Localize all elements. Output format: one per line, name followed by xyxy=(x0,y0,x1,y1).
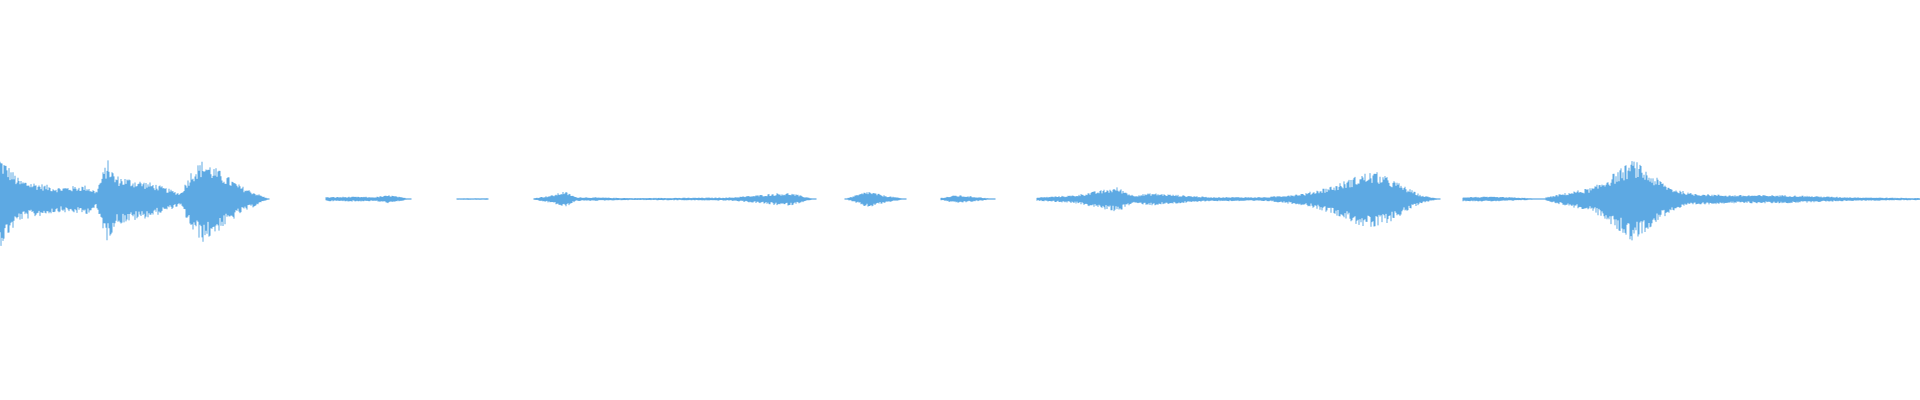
waveform-segment-0 xyxy=(0,160,270,246)
waveform-segment-3 xyxy=(533,192,817,207)
waveform-segment-4 xyxy=(844,192,907,207)
waveform-segment-6 xyxy=(1036,172,1441,227)
waveform-segment-7 xyxy=(1462,196,1547,202)
waveform-segment-8 xyxy=(1545,161,1920,241)
waveform-segment-5 xyxy=(940,195,996,203)
waveform-segment-1 xyxy=(325,195,412,204)
waveform-segment-2 xyxy=(456,198,489,200)
